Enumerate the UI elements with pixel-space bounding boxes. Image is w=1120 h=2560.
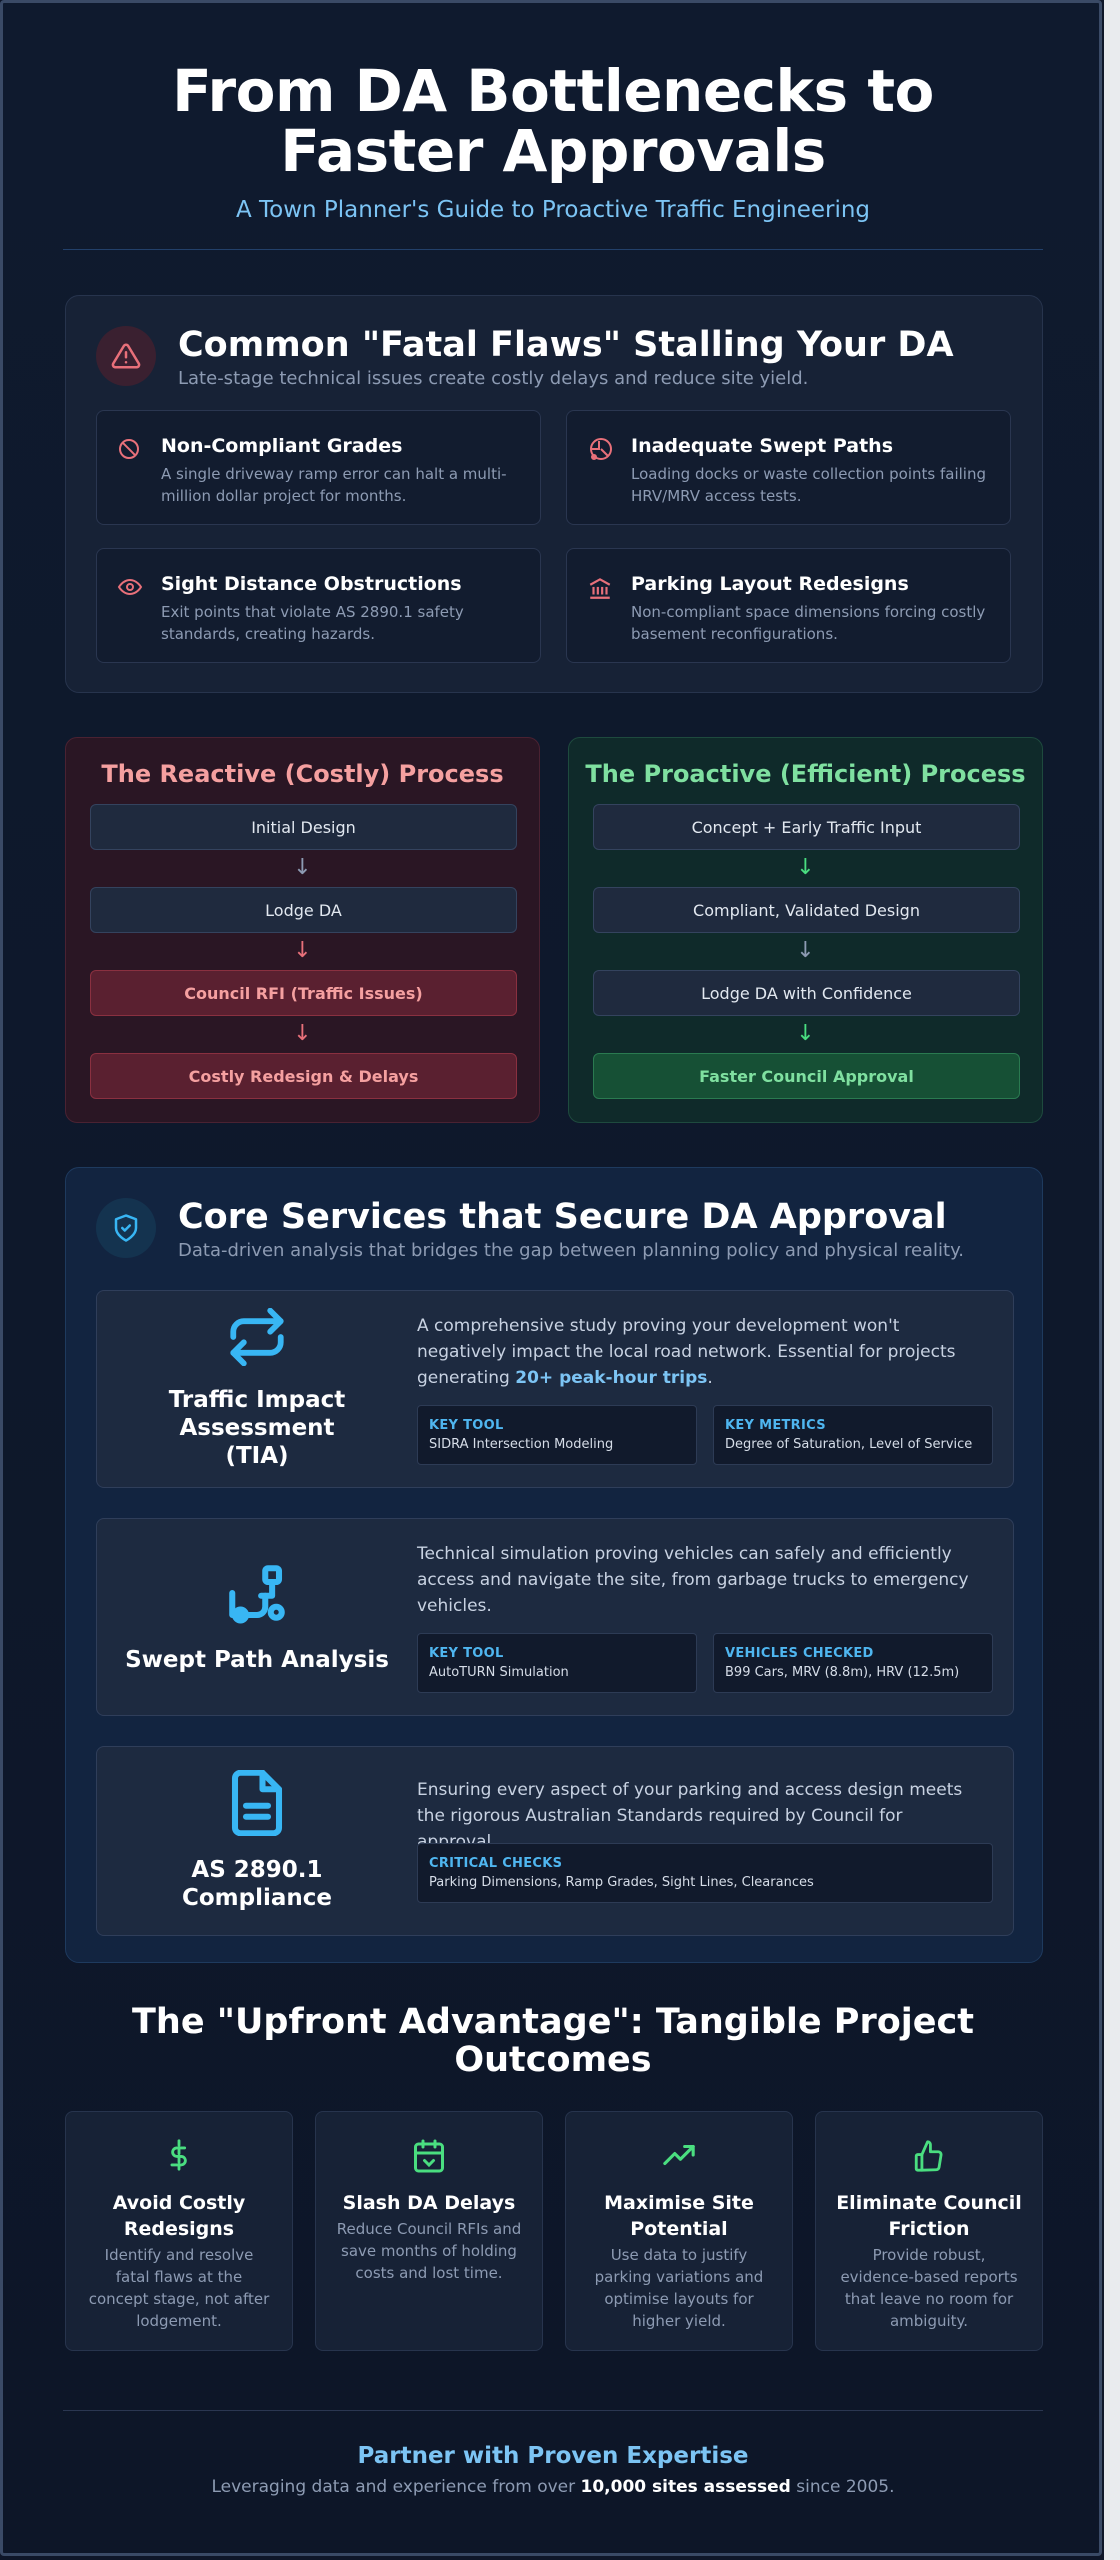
reactive-process-title: The Reactive (Costly) Process — [101, 760, 504, 788]
process-step: Concept + Early Traffic Input — [593, 804, 1020, 850]
critical-checks-tag: CRITICAL CHECKS Parking Dimensions, Ramp… — [417, 1843, 993, 1903]
outcome-title: Avoid Costly Redesigns — [112, 2192, 246, 2240]
page-scrollbar[interactable] — [1104, 0, 1120, 2560]
process-step: Initial Design — [90, 804, 517, 850]
fatal-flaws-card: Common "Fatal Flaws" Stalling Your DA La… — [65, 295, 1043, 693]
page-title: From DA Bottlenecks to Faster Approvals — [172, 57, 934, 185]
alert-triangle-icon — [96, 326, 156, 386]
advantage-title: The "Upfront Advantage": Tangible Projec… — [132, 2002, 974, 2080]
outcome-card: Slash DA Delays Reduce Council RFIs and … — [315, 2111, 543, 2351]
process-step: Faster Council Approval — [593, 1053, 1020, 1099]
fatal-flaws-subtitle: Late-stage technical issues create costl… — [178, 368, 809, 389]
flaw-item: Inadequate Swept Paths Loading docks or … — [566, 410, 1011, 525]
shield-check-icon — [96, 1198, 156, 1258]
outcome-card: Maximise Site Potential Use data to just… — [565, 2111, 793, 2351]
service-desc: A comprehensive study proving your devel… — [417, 1316, 956, 1388]
proactive-process-card: The Proactive (Efficient) Process Concep… — [568, 737, 1043, 1123]
process-step: Costly Redesign & Delays — [90, 1053, 517, 1099]
footer-tagline: Leveraging data and experience from over… — [211, 2477, 895, 2497]
ban-icon — [117, 435, 145, 500]
flaw-title: Non-Compliant Grades — [161, 435, 403, 457]
outcome-title: Eliminate Council Friction — [836, 2192, 1022, 2240]
flaw-desc: Loading docks or waste collection points… — [631, 465, 987, 505]
key-tool-tag: KEY TOOL AutoTURN Simulation — [417, 1633, 697, 1693]
route-icon — [224, 1560, 290, 1630]
service-tia: Traffic Impact Assessment (TIA) A compre… — [96, 1290, 1014, 1488]
service-name: Swept Path Analysis — [125, 1647, 389, 1673]
header: From DA Bottlenecks to Faster Approvals … — [63, 61, 1043, 223]
key-metrics-tag: KEY METRICS Degree of Saturation, Level … — [713, 1405, 993, 1465]
process-step: Lodge DA — [90, 887, 517, 933]
trending-up-icon — [586, 2138, 772, 2178]
down-arrow-icon: ↓ — [796, 1021, 815, 1046]
core-services-header: Core Services that Secure DA Approval Da… — [96, 1198, 964, 1261]
proactive-process-title: The Proactive (Efficient) Process — [585, 760, 1026, 788]
service-desc: Technical simulation proving vehicles ca… — [417, 1544, 969, 1616]
outcome-desc: Provide robust, evidence-based reports t… — [840, 2246, 1018, 2330]
outcome-card: Eliminate Council Friction Provide robus… — [815, 2111, 1043, 2351]
process-step: Compliant, Validated Design — [593, 887, 1020, 933]
outcome-desc: Identify and resolve fatal flaws at the … — [88, 2246, 270, 2330]
outcome-title: Slash DA Delays — [342, 2192, 516, 2214]
outcome-title: Maximise Site Potential — [604, 2192, 754, 2240]
truck-icon — [587, 435, 615, 500]
core-services-card: Core Services that Secure DA Approval Da… — [65, 1167, 1043, 1963]
dollar-icon — [86, 2138, 272, 2178]
header-divider — [63, 249, 1043, 250]
outcome-card: Avoid Costly Redesigns Identify and reso… — [65, 2111, 293, 2351]
vehicles-checked-tag: VEHICLES CHECKED B99 Cars, MRV (8.8m), H… — [713, 1633, 993, 1693]
flaw-title: Parking Layout Redesigns — [631, 573, 909, 595]
service-name: Traffic Impact Assessment (TIA) — [168, 1387, 346, 1469]
down-arrow-icon: ↓ — [293, 1021, 312, 1046]
fatal-flaws-title: Common "Fatal Flaws" Stalling Your DA — [178, 325, 954, 365]
service-name: AS 2890.1 Compliance — [181, 1857, 332, 1911]
process-step: Lodge DA with Confidence — [593, 970, 1020, 1016]
calendar-icon — [336, 2138, 522, 2178]
fatal-flaws-header: Common "Fatal Flaws" Stalling Your DA La… — [96, 326, 954, 389]
flaw-item: Sight Distance Obstructions Exit points … — [96, 548, 541, 663]
flaw-item: Non-Compliant Grades A single driveway r… — [96, 410, 541, 525]
flaw-desc: Non-compliant space dimensions forcing c… — [631, 603, 986, 643]
repeat-arrows-icon — [224, 1307, 290, 1370]
key-tool-tag: KEY TOOL SIDRA Intersection Modeling — [417, 1405, 697, 1465]
core-services-title: Core Services that Secure DA Approval — [178, 1197, 947, 1237]
process-step: Council RFI (Traffic Issues) — [90, 970, 517, 1016]
down-arrow-icon: ↓ — [293, 938, 312, 963]
building-icon — [587, 573, 615, 638]
thumbs-up-icon — [836, 2138, 1022, 2178]
outcome-desc: Reduce Council RFIs and save months of h… — [336, 2220, 522, 2282]
flaw-title: Sight Distance Obstructions — [161, 573, 462, 595]
footer-divider — [63, 2410, 1043, 2411]
core-services-subtitle: Data-driven analysis that bridges the ga… — [178, 1240, 964, 1261]
outcome-desc: Use data to justify parking variations a… — [594, 2246, 764, 2330]
down-arrow-icon: ↓ — [796, 938, 815, 963]
page-subtitle: A Town Planner's Guide to Proactive Traf… — [235, 197, 871, 223]
flaw-item: Parking Layout Redesigns Non-compliant s… — [566, 548, 1011, 663]
document-icon — [227, 1769, 287, 1840]
service-swept-path: Swept Path Analysis Technical simulation… — [96, 1518, 1014, 1716]
flaw-title: Inadequate Swept Paths — [631, 435, 894, 457]
down-arrow-icon: ↓ — [796, 855, 815, 880]
flaw-desc: Exit points that violate AS 2890.1 safet… — [161, 603, 464, 643]
service-as2890: AS 2890.1 Compliance Ensuring every aspe… — [96, 1746, 1014, 1936]
eye-icon — [117, 573, 145, 638]
flaw-desc: A single driveway ramp error can halt a … — [161, 465, 507, 505]
reactive-process-card: The Reactive (Costly) Process Initial De… — [65, 737, 540, 1123]
footer-title: Partner with Proven Expertise — [357, 2443, 749, 2469]
down-arrow-icon: ↓ — [293, 855, 312, 880]
